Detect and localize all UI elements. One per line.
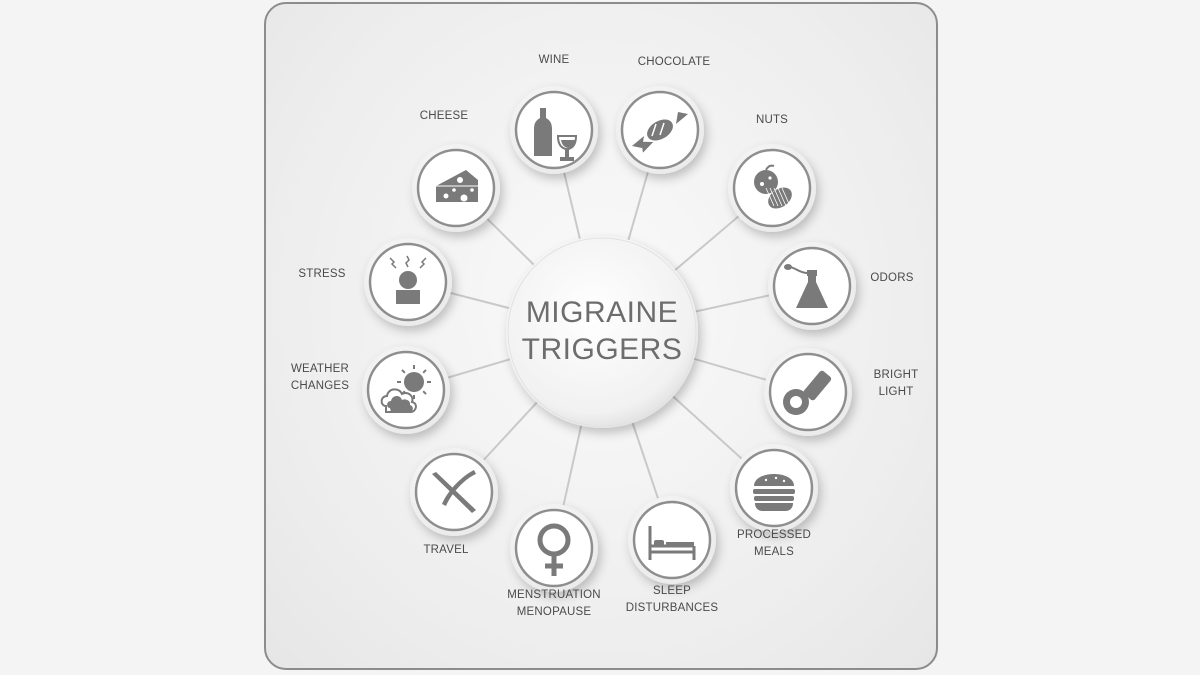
center-title: MIGRAINE TRIGGERS bbox=[502, 294, 702, 368]
trigger-node-bright-light bbox=[764, 348, 852, 436]
nuts-icon bbox=[754, 164, 792, 209]
trigger-label-stress: STRESS bbox=[298, 267, 346, 280]
bed-icon bbox=[648, 526, 696, 560]
trigger-label-chocolate: CHOCOLATE bbox=[637, 55, 711, 68]
trigger-label-odors: ODORS bbox=[870, 271, 914, 284]
perfume-icon bbox=[784, 264, 828, 308]
candy-icon bbox=[632, 112, 688, 153]
trigger-node-wine bbox=[510, 86, 598, 174]
airplane-icon bbox=[432, 470, 476, 513]
cheese-icon bbox=[436, 170, 478, 202]
trigger-label-bright-light: BRIGHT LIGHT bbox=[873, 369, 919, 398]
trigger-label-sleep: SLEEP DISTURBANCES bbox=[625, 585, 719, 614]
migraine-triggers-diagram bbox=[362, 86, 856, 592]
cloud-sun-icon bbox=[380, 365, 431, 413]
female-symbol-icon bbox=[537, 523, 571, 576]
wine-icon bbox=[534, 108, 578, 161]
trigger-node-weather bbox=[362, 346, 450, 434]
trigger-label-menstruation: MENSTRUATION MENOPAUSE bbox=[507, 589, 601, 618]
center-title-line2: TRIGGERS bbox=[521, 333, 683, 366]
trigger-node-processed-meals bbox=[730, 444, 818, 532]
trigger-nodes bbox=[362, 86, 856, 592]
trigger-node-menstruation bbox=[510, 504, 598, 592]
trigger-label-nuts: NUTS bbox=[755, 113, 789, 126]
stressed-person-icon bbox=[389, 255, 427, 304]
trigger-node-travel bbox=[410, 448, 498, 536]
trigger-node-odors bbox=[768, 242, 856, 330]
trigger-label-weather: WEATHER CHANGES bbox=[290, 363, 350, 392]
infographic-panel: MIGRAINE TRIGGERS WINE CHOCOLATE NUTS ODORS… bbox=[264, 2, 938, 670]
burger-icon bbox=[753, 474, 795, 511]
flashlight-icon bbox=[783, 370, 832, 415]
trigger-node-nuts bbox=[728, 144, 816, 232]
trigger-label-cheese: CHEESE bbox=[419, 109, 469, 122]
trigger-node-cheese bbox=[412, 144, 500, 232]
center-title-line1: MIGRAINE bbox=[525, 296, 679, 329]
trigger-label-processed-meals: PROCESSED MEALS bbox=[736, 529, 811, 558]
trigger-node-chocolate bbox=[616, 86, 704, 174]
trigger-label-wine: WINE bbox=[538, 53, 570, 66]
trigger-node-sleep bbox=[628, 496, 716, 584]
center-circle bbox=[506, 236, 698, 428]
trigger-label-travel: TRAVEL bbox=[423, 543, 469, 556]
trigger-node-stress bbox=[364, 238, 452, 326]
